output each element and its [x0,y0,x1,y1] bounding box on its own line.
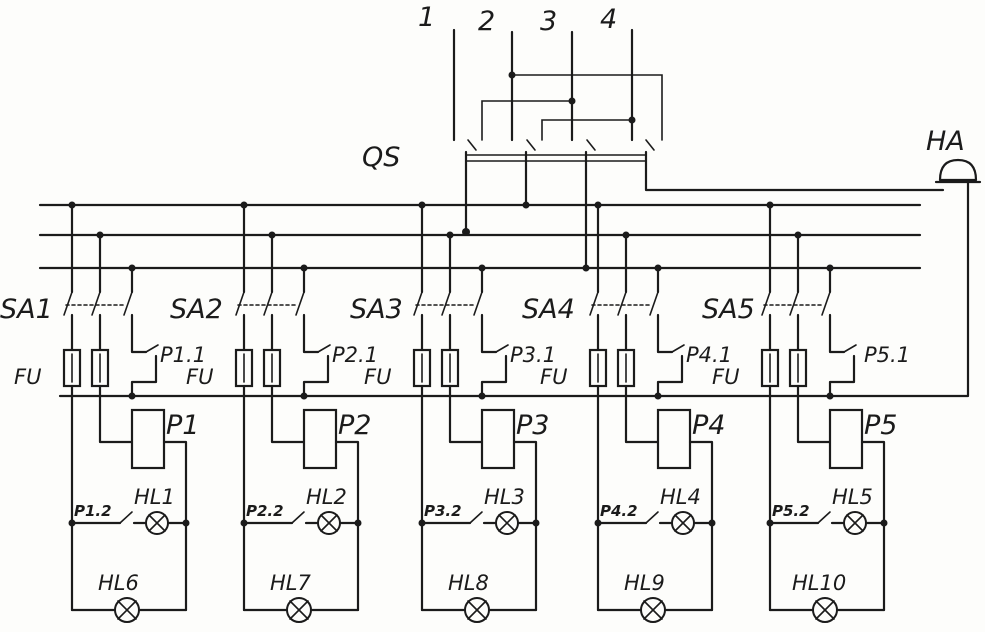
aux-contact-label: P5.2 [772,502,810,520]
circuit-4: SA4 FU P4.1 P4 P4.2 HL4 HL9 [522,201,732,623]
breaker-label: SA4 [522,294,575,325]
circuit-template [234,201,362,623]
contact-label: P5.1 [864,343,910,367]
circuit-template [412,201,540,623]
phase-label-4: 4 [600,4,617,35]
lamp2-label: HL7 [270,571,311,595]
fuse-label: FU [364,365,391,389]
lamp-label: HL1 [134,485,175,509]
alarm-label: HA [926,126,965,157]
aux-contact-label: P3.2 [424,502,462,520]
aux-contact-label: P4.2 [600,502,638,520]
lamp-label: HL4 [660,485,701,509]
breaker-label: SA2 [170,294,223,325]
circuit-3: SA3 FU P3.1 P3 P3.2 HL3 HL8 [350,201,556,623]
lamp2-label: HL10 [792,571,846,595]
phase-label-1: 1 [418,2,435,33]
circuit-template [760,201,888,623]
lamp2-label: HL8 [448,571,489,595]
fuse-label-right: FU [186,365,213,389]
breaker-label: SA1 [0,294,53,325]
relay-label: P1 [166,410,199,441]
lamp-label: HL3 [484,485,525,509]
breaker-label: SA5 [702,294,755,325]
relay-label: P2 [338,410,371,441]
phase-label-2: 2 [478,6,495,37]
relay-label: P5 [864,410,897,441]
main-switch-qs: QS [362,142,945,272]
phase-label-3: 3 [540,6,557,37]
relay-label: P3 [516,410,549,441]
contact-label: P3.1 [510,343,556,367]
circuit-5: SA5 FU P5.1 P5 P5.2 HL5 HL10 [702,201,910,623]
relay-label: P4 [692,410,725,441]
alarm-horn-ha: HA [58,126,982,398]
fuse-label: FU [712,365,739,389]
circuit-2: SA2 P2.1 P2 P2.2 HL2 HL7 [170,201,378,623]
circuit-1: SA1 FU P1.1 FU P1 P1.2 HL1 HL6 [0,201,213,623]
fuse-label: FU [540,365,567,389]
contact-label: P4.1 [686,343,732,367]
breaker-label: SA3 [350,294,403,325]
fuse-label: FU [14,365,41,389]
busbars [38,203,922,270]
incoming-lines: 1 2 3 4 [418,2,663,151]
aux-contact-label: P1.2 [74,502,112,520]
contact-label: P2.1 [332,343,378,367]
lamp2-label: HL9 [624,571,665,595]
lamp-label: HL2 [306,485,347,509]
contact-label: P1.1 [160,343,206,367]
aux-contact-label: P2.2 [246,502,284,520]
circuit-template [62,201,190,623]
circuit-template [588,201,716,623]
lamp2-label: HL6 [98,571,139,595]
lamp-label: HL5 [832,485,873,509]
main-switch-label: QS [362,142,400,173]
